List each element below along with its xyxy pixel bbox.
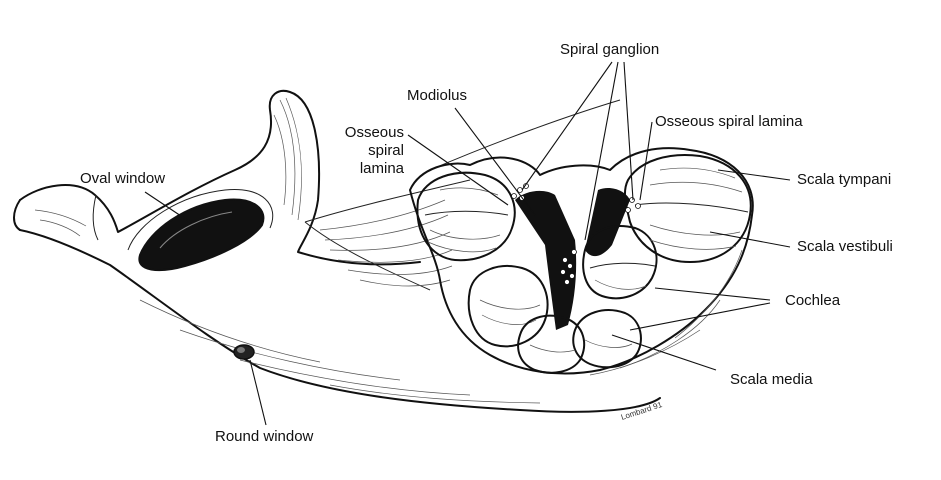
leader-scala-media: [611, 334, 717, 371]
cochlear-turns: [416, 154, 752, 374]
leader-modiolus: [454, 107, 536, 216]
label-osseous-spiral-lamina-right: Osseous spiral lamina: [655, 113, 803, 130]
label-scala-media: Scala media: [730, 371, 813, 388]
leader-cochlea-2: [629, 302, 771, 331]
label-round-window: Round window: [215, 428, 314, 445]
leader-scala-vestibuli: [709, 231, 791, 248]
label-scala-vestibuli: Scala vestibuli: [797, 238, 893, 255]
leader-round-window: [249, 359, 267, 426]
label-spiral-ganglion: Spiral ganglion: [560, 41, 660, 58]
label-scala-tympani: Scala tympani: [797, 171, 892, 188]
label-osseous-spiral-lamina-left: Osseous spiral lamina: [344, 124, 404, 177]
leader-scala-tympani: [717, 169, 791, 181]
vestibule-body: [13, 90, 661, 413]
artist-signature: Lombard 91: [620, 400, 664, 422]
label-cochlea: Cochlea: [785, 292, 841, 309]
cochlea-shell: [409, 147, 754, 376]
leader-lines: [144, 61, 791, 426]
label-oval-window: Oval window: [80, 170, 166, 187]
label-modiolus: Modiolus: [407, 87, 468, 104]
membrane-fan: [304, 99, 621, 291]
oval-window: [127, 188, 274, 272]
leader-oval-window: [144, 191, 191, 223]
leader-spiral-ganglion: [521, 61, 613, 191]
leader-osseous-left: [407, 134, 509, 206]
leader-cochlea-1: [654, 287, 771, 301]
modiolus: [515, 188, 630, 330]
leader-osseous-right: [639, 121, 653, 201]
round-window: [233, 344, 255, 360]
